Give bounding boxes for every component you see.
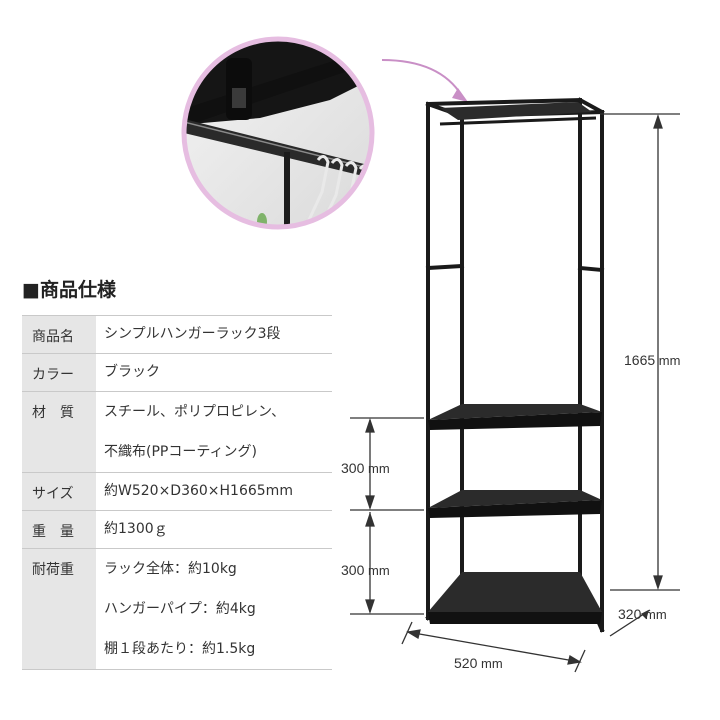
lower-shelf-gap-label: 300 mm bbox=[341, 562, 390, 578]
shelf-top bbox=[428, 404, 602, 430]
spec-label: 材 質 bbox=[22, 392, 96, 472]
height-dimension-label: 1665 mm bbox=[624, 352, 681, 368]
spec-table: 商品名 シンプルハンガーラック3段 カラー ブラック 材 質 スチール、ポリプロ… bbox=[22, 315, 332, 670]
spec-row-size: サイズ 約W520×D360×H1665mm bbox=[22, 473, 332, 511]
spec-value: ラック全体：約10kg bbox=[104, 561, 237, 577]
spec-row-load-capacity: 耐荷重 ラック全体：約10kg ハンガーパイプ：約4kg 棚１段あたり：約1.5… bbox=[22, 549, 332, 670]
spec-value: ハンガーパイプ：約4kg bbox=[104, 601, 256, 617]
spec-row-color: カラー ブラック bbox=[22, 354, 332, 392]
spec-value: 約1300ｇ bbox=[104, 521, 168, 537]
spec-row-product-name: 商品名 シンプルハンガーラック3段 bbox=[22, 316, 332, 354]
spec-label: 耐荷重 bbox=[22, 549, 96, 669]
spec-value: シンプルハンガーラック3段 bbox=[104, 326, 281, 342]
spec-value: スチール、ポリプロピレン、 bbox=[104, 404, 286, 420]
spec-value: 不織布(PPコーティング) bbox=[104, 444, 257, 460]
width-dimension-label: 520 mm bbox=[454, 655, 503, 671]
spec-value: 約W520×D360×H1665mm bbox=[104, 483, 293, 499]
spec-heading: ■商品仕様 bbox=[22, 279, 116, 301]
shelf-bottom bbox=[428, 572, 602, 624]
spec-row-material: 材 質 スチール、ポリプロピレン、 不織布(PPコーティング) bbox=[22, 392, 332, 473]
depth-dimension-label: 320 mm bbox=[618, 606, 667, 622]
spec-label: サイズ bbox=[22, 473, 96, 510]
spec-value: ブラック bbox=[104, 364, 160, 380]
upper-shelf-gap-label: 300 mm bbox=[341, 460, 390, 476]
spec-label: 商品名 bbox=[22, 316, 96, 353]
spec-row-weight: 重 量 約1300ｇ bbox=[22, 511, 332, 549]
spec-label: カラー bbox=[22, 354, 96, 391]
spec-label: 重 量 bbox=[22, 511, 96, 548]
shelf-middle bbox=[428, 490, 602, 518]
spec-value: 棚１段あたり：約1.5kg bbox=[104, 641, 256, 657]
